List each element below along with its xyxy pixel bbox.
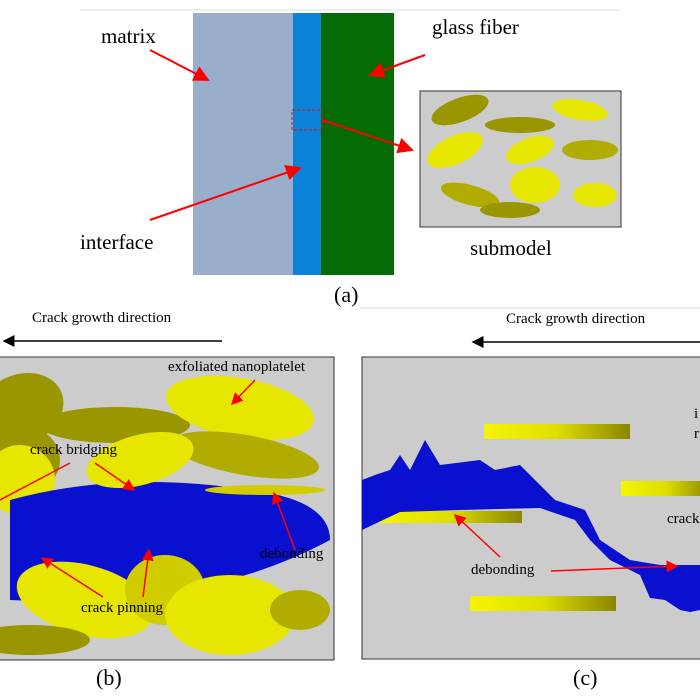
debonding-label-b: debonding (260, 546, 324, 562)
glass-fiber-region (321, 13, 394, 275)
crack-label-cut: crack (667, 511, 700, 527)
bridging-label: crack bridging (30, 442, 118, 458)
debonding-arrow-b (271, 491, 296, 551)
panel-b-platelets (0, 373, 330, 655)
matrix-label: matrix (101, 24, 156, 48)
debonding-arrow-c1 (453, 513, 501, 558)
submodel-label: submodel (470, 236, 552, 260)
submodel-platelets (427, 94, 618, 218)
debonding-label-c: debonding (471, 562, 535, 578)
nanoplatelet-label: exfoliated nanoplatelet (168, 359, 306, 375)
crack-surface-c (362, 440, 700, 612)
interface-arrow (149, 165, 302, 221)
interface-region (293, 13, 321, 275)
crack-direction-label-c: Crack growth direction (506, 311, 646, 327)
submodel-arrow (321, 119, 414, 154)
pinning-arrow-2 (141, 548, 154, 598)
pinning-label: crack pinning (81, 600, 164, 616)
fiber-arrow (368, 54, 426, 78)
bridging-arrow-1 (0, 462, 71, 501)
matrix-arrow (149, 49, 210, 81)
caption-b: (b) (96, 665, 122, 690)
glass-fiber-label: glass fiber (432, 15, 519, 39)
panel-c-platelets (377, 424, 700, 611)
pinning-arrow-1 (40, 557, 104, 598)
caption-c: (c) (573, 665, 598, 690)
matrix-region (193, 13, 293, 275)
interface-label: interface (80, 230, 154, 254)
debonding-arrow-c2 (550, 560, 679, 573)
crack-direction-label-b: Crack growth direction (32, 310, 172, 326)
cut-label-2: r (694, 426, 699, 442)
nanoplatelet-arrow (230, 379, 256, 406)
caption-a: (a) (334, 282, 359, 307)
bridging-arrow-2 (94, 462, 136, 491)
cut-label-1: i (694, 406, 699, 422)
